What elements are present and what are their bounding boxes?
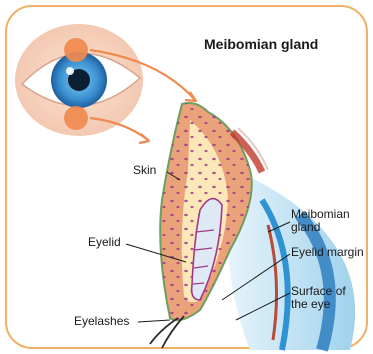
label-surface-of-eye: Surface of the eye bbox=[291, 285, 346, 311]
label-meibomian-line2: gland bbox=[291, 221, 350, 234]
label-eyelashes: Eyelashes bbox=[74, 315, 129, 328]
label-eyelid-margin: Eyelid margin bbox=[291, 246, 364, 259]
label-surface-line2: the eye bbox=[291, 298, 346, 311]
label-meibomian-gland: Meibomian gland bbox=[291, 208, 350, 234]
label-eyelid: Eyelid bbox=[88, 236, 121, 249]
diagram-title: Meibomian gland bbox=[204, 36, 318, 52]
label-skin: Skin bbox=[133, 164, 156, 177]
eye-icon bbox=[15, 24, 143, 136]
